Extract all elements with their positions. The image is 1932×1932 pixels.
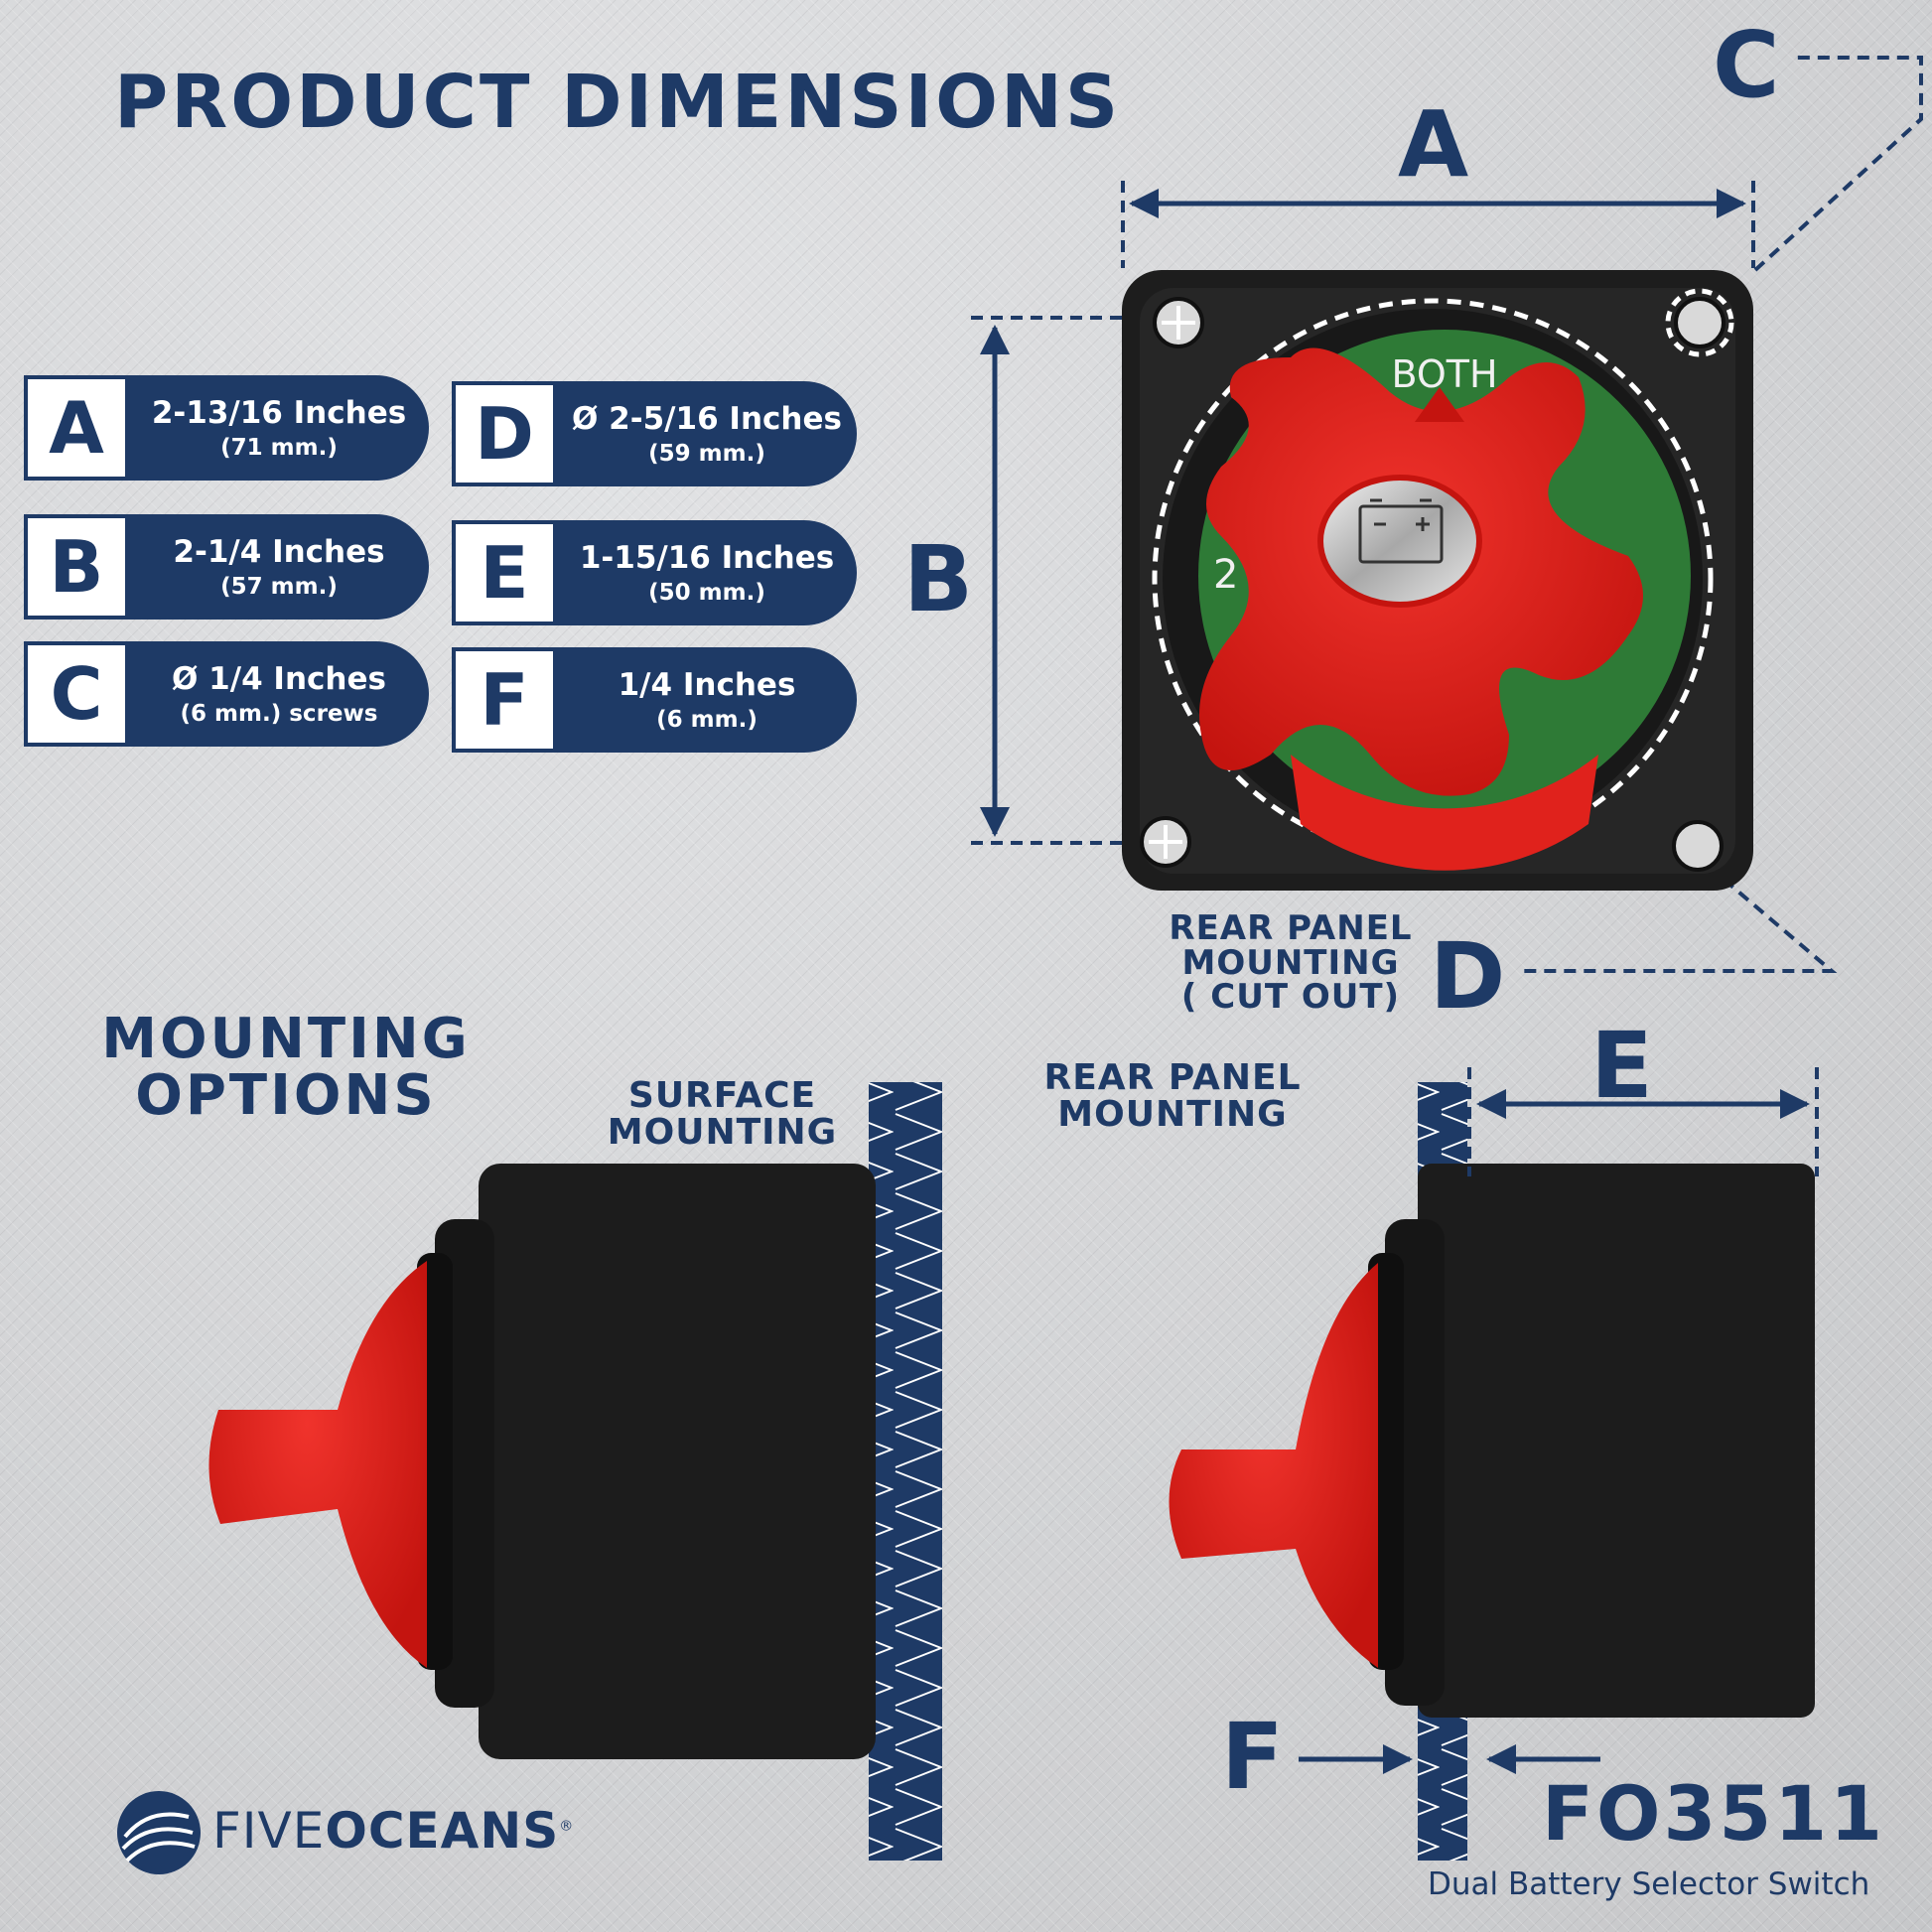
wave-logo-icon: [117, 1791, 201, 1874]
mounting-title-line1: MOUNTING: [101, 1007, 471, 1071]
c-leader: [1753, 56, 1923, 272]
battery-lens: [1317, 475, 1482, 608]
dimension-letter: C: [24, 641, 129, 747]
dimension-letter: D: [452, 381, 557, 486]
screw-hole-highlight: [1665, 288, 1734, 357]
dimension-metric: (50 mm.): [648, 580, 765, 606]
product-model: FO3511: [1542, 1769, 1886, 1858]
rear-line1: REAR PANEL: [1043, 1057, 1302, 1098]
dimension-letter-b: B: [903, 526, 974, 632]
mounting-options-title: MOUNTING OPTIONS: [87, 1011, 484, 1124]
dimension-value: 1/4 Inches: [618, 667, 796, 703]
dimension-pill-f: F 1/4 Inches (6 mm.): [452, 647, 857, 753]
dimension-letter-c: C: [1713, 12, 1780, 118]
surface-switch-knob: [208, 1261, 427, 1668]
brand-name: FIVEOCEANS®: [212, 1802, 574, 1860]
battery-icon: [1358, 498, 1444, 564]
surface-switch-body: [479, 1164, 876, 1759]
dimension-value: 1-15/16 Inches: [579, 540, 835, 576]
dimension-letter: E: [452, 520, 557, 625]
rear-line2: MOUNTING: [1057, 1093, 1288, 1135]
product-description: Dual Battery Selector Switch: [1428, 1866, 1870, 1902]
rear-cutout-label: REAR PANEL MOUNTING ( CUT OUT): [1162, 911, 1420, 1015]
page-title: PRODUCT DIMENSIONS: [114, 60, 1122, 145]
screw-hole-bottom-right: [1672, 820, 1724, 872]
dimension-letter-d: D: [1430, 923, 1506, 1030]
dimension-value: 2-13/16 Inches: [151, 395, 407, 431]
brand-bold: OCEANS: [325, 1802, 560, 1860]
screw-hole-top-right: [1674, 297, 1725, 348]
dimension-letter: F: [452, 647, 557, 753]
dimension-metric: (6 mm.) screws: [180, 701, 378, 727]
brand-light: FIVE: [212, 1802, 326, 1860]
dimension-letter-e: E: [1590, 1013, 1653, 1119]
surface-line1: SURFACE: [627, 1075, 817, 1116]
rear-switch-body: [1418, 1164, 1815, 1718]
dimension-metric: (59 mm.): [648, 441, 765, 467]
dimension-pill-a: A 2-13/16 Inches (71 mm.): [24, 375, 429, 481]
off-zone: [1291, 755, 1598, 871]
dimension-letter: A: [24, 375, 129, 481]
dimension-pill-b: B 2-1/4 Inches (57 mm.): [24, 514, 429, 620]
dimension-letter-a: A: [1398, 91, 1469, 198]
rear-mounting-label: REAR PANEL MOUNTING: [1033, 1057, 1312, 1135]
dimension-value: Ø 2-5/16 Inches: [572, 401, 842, 437]
dimension-metric: (57 mm.): [220, 574, 338, 600]
surface-line2: MOUNTING: [607, 1111, 838, 1153]
knob-pointer: [1415, 387, 1464, 422]
surface-panel: [869, 1082, 942, 1861]
rear-cutout-line2: MOUNTING: [1181, 942, 1400, 983]
brand-reg: ®: [559, 1818, 575, 1835]
position-2-label: 2: [1213, 552, 1238, 598]
d-leader: [1519, 852, 1838, 973]
dimension-value: 2-1/4 Inches: [173, 534, 385, 570]
dimension-pill-d: D Ø 2-5/16 Inches (59 mm.): [452, 381, 857, 486]
dimension-pill-e: E 1-15/16 Inches (50 mm.): [452, 520, 857, 625]
dimension-letter-f: F: [1221, 1704, 1284, 1810]
dimension-metric: (71 mm.): [220, 435, 338, 461]
dimension-pill-c: C Ø 1/4 Inches (6 mm.) screws: [24, 641, 429, 747]
rear-switch-knob: [1169, 1263, 1378, 1668]
both-label: BOTH: [1391, 352, 1497, 396]
dimension-metric: (6 mm.): [656, 707, 758, 733]
rear-cutout-line3: ( CUT OUT): [1180, 977, 1401, 1018]
surface-mounting-label: SURFACE MOUNTING: [596, 1075, 849, 1153]
center-marks: [1149, 306, 1195, 859]
mounting-title-line2: OPTIONS: [135, 1063, 437, 1129]
rear-cutout-line1: REAR PANEL: [1169, 908, 1413, 948]
dimension-value: Ø 1/4 Inches: [172, 661, 386, 697]
dimension-letter: B: [24, 514, 129, 620]
